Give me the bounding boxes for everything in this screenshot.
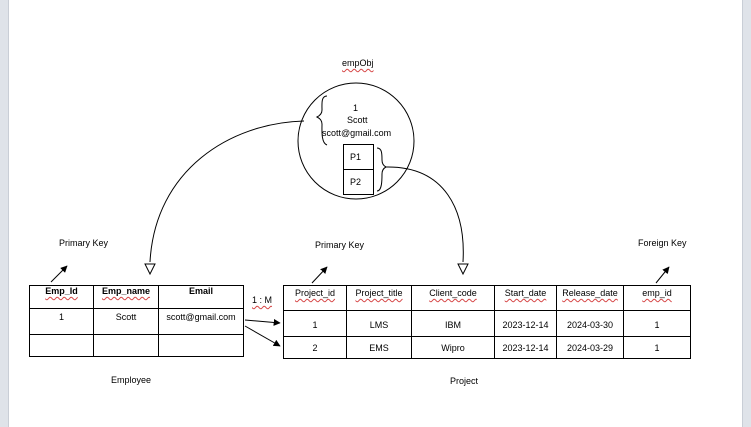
table-cell: 1	[283, 310, 347, 337]
table-cell: 2023-12-14	[494, 310, 557, 337]
table-row	[29, 334, 244, 357]
object-fields-brace	[315, 95, 328, 146]
column-header: Project_id	[283, 285, 347, 311]
primary-key-arrow-employee	[50, 265, 68, 283]
page-left-margin	[0, 0, 9, 427]
foreign-key-label: Foreign Key	[638, 238, 687, 248]
table-cell	[93, 334, 159, 357]
column-header: Emp_Id	[29, 285, 94, 309]
table-cell: 2	[283, 336, 347, 359]
relation-arrow-row1	[244, 318, 281, 326]
table-row: 2 EMS Wipro 2023-12-14 2024-03-29 1	[283, 336, 691, 359]
table-row: 1 Scott scott@gmail.com	[29, 308, 244, 335]
table-cell: 2024-03-30	[556, 310, 624, 337]
table-cell: 2024-03-29	[556, 336, 624, 359]
table-cell: 1	[29, 308, 94, 335]
object-to-project-connector	[385, 166, 464, 263]
relation-arrow-row2	[244, 325, 281, 347]
table-cell: 1	[623, 336, 691, 359]
project-table: Project_id Project_title Client_code Sta…	[283, 285, 691, 359]
object-name-label: empObj	[342, 58, 374, 68]
primary-key-label-project: Primary Key	[315, 240, 365, 250]
table-cell: 2023-12-14	[494, 336, 557, 359]
project-open-arrowhead	[457, 263, 469, 276]
object-id-value: 1	[353, 103, 359, 113]
primary-key-arrow-project	[311, 266, 328, 284]
project-list-box: P1 P2	[343, 144, 374, 195]
table-cell: 1	[623, 310, 691, 337]
project-list-brace	[376, 147, 388, 192]
table-cell: IBM	[411, 310, 495, 337]
object-email-value: scott@gmail.com	[322, 128, 392, 138]
foreign-key-arrow	[655, 266, 670, 284]
table-header-row: Project_id Project_title Client_code Sta…	[283, 285, 691, 311]
table-cell	[158, 334, 244, 357]
project-ref-item: P1	[350, 152, 362, 162]
object-name-value: Scott	[347, 115, 368, 125]
employee-open-arrowhead	[144, 263, 156, 276]
table-cell: Wipro	[411, 336, 495, 359]
table-cell: scott@gmail.com	[158, 308, 244, 335]
project-ref-item: P2	[344, 169, 373, 194]
column-header: Release_date	[556, 285, 624, 311]
object-circle	[297, 82, 415, 200]
table-cell: Scott	[93, 308, 159, 335]
column-header: Email	[158, 285, 244, 309]
table-cell	[29, 334, 94, 357]
table-header-row: Emp_Id Emp_name Email	[29, 285, 244, 309]
table-cell: LMS	[346, 310, 412, 337]
column-header: emp_id	[623, 285, 691, 311]
employee-table: Emp_Id Emp_name Email 1 Scott scott@gmai…	[29, 285, 244, 357]
table-cell: EMS	[346, 336, 412, 359]
page-right-margin	[742, 0, 751, 427]
primary-key-label-employee: Primary Key	[59, 238, 109, 248]
table-row: 1 LMS IBM 2023-12-14 2024-03-30 1	[283, 310, 691, 337]
object-to-employee-connector	[149, 120, 305, 263]
project-table-caption: Project	[450, 376, 479, 386]
column-header: Start_date	[494, 285, 557, 311]
relationship-cardinality-label: 1 : M	[252, 295, 273, 305]
column-header: Project_title	[346, 285, 412, 311]
column-header: Emp_name	[93, 285, 159, 309]
employee-table-caption: Employee	[111, 375, 152, 385]
column-header: Client_code	[411, 285, 495, 311]
